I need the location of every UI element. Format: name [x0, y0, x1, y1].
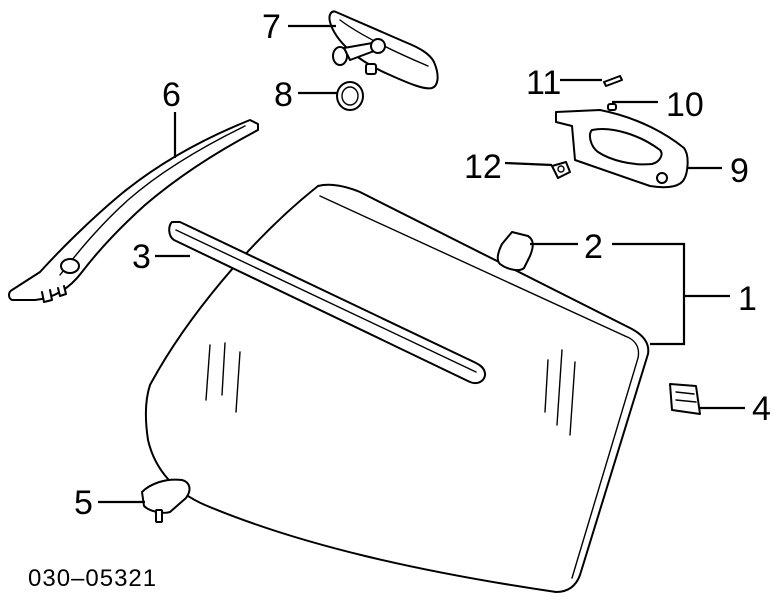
callout-4: 4 — [752, 390, 771, 428]
visor-holder — [551, 161, 571, 179]
callout-10: 10 — [666, 86, 704, 124]
callout-1: 1 — [738, 280, 757, 318]
callout-9: 9 — [730, 152, 749, 190]
mirror-cover — [336, 81, 364, 111]
callout-8: 8 — [274, 76, 293, 114]
rearview-mirror — [328, 10, 439, 90]
callout-11: 11 — [526, 64, 561, 102]
mirror-base-pad — [496, 231, 534, 272]
callout-12: 12 — [464, 148, 502, 186]
lower-stopper — [141, 478, 191, 523]
leader-lines — [98, 24, 745, 504]
upper-molding — [168, 221, 486, 384]
callout-7: 7 — [262, 8, 281, 46]
screw — [603, 75, 623, 87]
diagram-code: 030–05321 — [28, 565, 157, 592]
callout-labels: 7 8 6 11 10 9 12 2 1 3 4 5 — [74, 8, 771, 522]
callout-6: 6 — [162, 76, 181, 114]
spacer-clip — [669, 383, 701, 415]
sun-visor — [555, 103, 689, 189]
a-pillar-garnish — [8, 119, 259, 303]
callout-2: 2 — [584, 228, 603, 266]
callout-5: 5 — [74, 484, 93, 522]
callout-3: 3 — [132, 238, 151, 276]
